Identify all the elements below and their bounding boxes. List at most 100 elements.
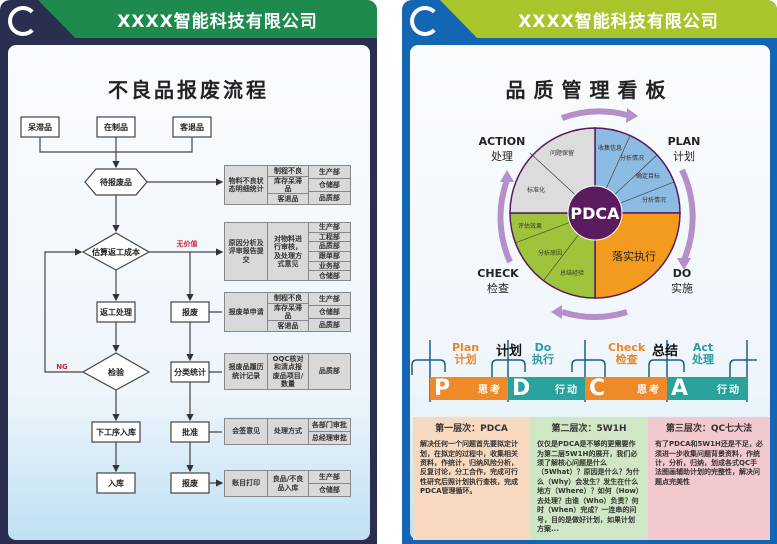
company-name: XXXX智能科技有限公司 — [117, 11, 318, 32]
page-title: 品质管理看板 — [505, 78, 674, 102]
table-cell: 制程不良 — [268, 293, 308, 304]
table-cell: 处理方式 — [273, 427, 302, 436]
plan-en: PLAN — [668, 135, 701, 148]
right-board: XXXX智能科技有限公司 品质管理看板 PDCA 问题保留 标准化 收集信息 分… — [402, 0, 777, 544]
table-cell: 客退品 — [277, 195, 299, 203]
next-stock-box — [91, 421, 141, 443]
source-box — [20, 116, 60, 138]
action-cn: 处理 — [491, 150, 513, 163]
table-cell: 账目打印 — [232, 479, 261, 488]
left-board: XXXX智能科技有限公司 不良品报废流程 呆滞品 在制品 客退品 待报废品 估算… — [0, 0, 377, 544]
quadrant-do — [594, 212, 681, 299]
scrap-final-label: 报废 — [182, 478, 198, 488]
stock-in-box — [96, 472, 136, 494]
step-letter: C — [589, 376, 606, 401]
check-en: CHECK — [477, 267, 519, 280]
level-title: 第二层次：5W1H — [551, 424, 627, 434]
department-table: 报废单申请制程不良库存呆滞品客退品生产部仓储部品质部 — [224, 292, 351, 332]
table-cell: 业务部 — [308, 262, 350, 272]
label-cn: 计划 — [454, 353, 477, 367]
level-text: 仅仅是PDCA是不够的更需要作为第二层5W1H的展开，我们必须了解核心问题是什么… — [537, 440, 640, 534]
label-cn: 检查 — [615, 353, 638, 367]
cycle-arrow — [560, 108, 628, 121]
department-table: 物料不良状态明细统计制程不良库存呆滞品客退品生产部仓储部品质部 — [224, 165, 351, 205]
level-text: 解决任何一个问题首先要拟定计划，在拟定的过程中，收集相关资料，作统计，归纳风险分… — [420, 440, 518, 496]
table-cell: 物料不良状态明细统计 — [228, 176, 264, 193]
table-cell: 库存呆滞品 — [268, 177, 308, 195]
quadrant-action — [509, 127, 596, 214]
plan-item: 确定目标 — [636, 172, 660, 180]
label-en: Check — [608, 341, 646, 354]
table-cell: 原因分析及评审报告提交 — [228, 238, 264, 264]
cycle-arrow — [561, 309, 628, 320]
level-2-card: 第二层次：5W1H 仅仅是PDCA是不够的更需要作为第二层5W1H的展开，我们必须… — [530, 417, 648, 540]
table-cell: 仓储部 — [318, 485, 340, 494]
source-label: 客退品 — [179, 122, 204, 132]
next-stock-label: 下工序入库 — [96, 427, 136, 437]
table-cell: 生产部 — [308, 166, 350, 179]
plan-item: 分析情况 — [620, 154, 644, 162]
department-table: 会签意见处理方式各部门审批总经理审批 — [224, 418, 351, 445]
company-name: XXXX智能科技有限公司 — [518, 11, 719, 32]
pdca-wheel: PDCA 问题保留 标准化 收集信息 分析情况 确定目标 分析情况 评估效果 分… — [477, 108, 701, 320]
table-cell: 报废品履历统计记录 — [228, 363, 264, 380]
right-company-header: XXXX智能科技有限公司 — [440, 0, 777, 38]
pending-label: 待报废品 — [99, 177, 132, 187]
no-value-label: 无价值 — [176, 239, 198, 248]
do-en: DO — [673, 267, 691, 280]
department-table: 原因分析及评审报告提交对物料进行审核，及处理方式意见生产部工程部品质部跟单部业务… — [224, 222, 351, 281]
level-1-card: 第一层次：PDCA 解决任何一个问题首先要拟定计划，在拟定的过程中，收集相关资料，… — [413, 417, 530, 540]
step-text: 思考 — [478, 385, 502, 396]
check-item: 评估效果 — [518, 222, 542, 230]
cycle-word-plan: 计划 — [496, 344, 523, 359]
level-3-card: 第三层次：QC七大法有了PDCA和5W1H还是不足，必须进一步收集问题背景资料，… — [648, 417, 770, 540]
table-cell: 生产部 — [308, 293, 350, 306]
table-cell: 生产部 — [308, 471, 350, 484]
scrap-label: 报废 — [182, 307, 198, 317]
level-title: 第一层次：PDCA — [435, 424, 508, 434]
table-cell: 品质部 — [318, 367, 340, 376]
estimate-diamond — [81, 232, 151, 271]
check-item: 分析原因 — [538, 249, 562, 257]
table-cell: 会签意见 — [232, 427, 261, 436]
label-en: Plan — [452, 341, 480, 354]
plan-cn: 计划 — [673, 150, 695, 163]
table-cell: 良品/不良品入库 — [272, 475, 304, 492]
level-text: 有了PDCA和5W1H还是不足，必须进一步收集问题背景资料，作统计，分析，归纳，… — [655, 440, 763, 486]
scrap-final-box — [170, 472, 210, 494]
quadrant-check — [509, 212, 596, 299]
plan-item: 分析情况 — [642, 196, 666, 204]
plan-item: 收集信息 — [598, 144, 622, 152]
table-cell: 生产部 — [308, 223, 350, 233]
do-cn: 实施 — [671, 281, 693, 295]
classify-label: 分类统计 — [174, 367, 206, 377]
department-table: 账目打印 良品/不良品入库生产部仓储部 — [224, 470, 351, 497]
do-item: 落实执行 — [612, 249, 656, 263]
scrap-flowchart: 呆滞品 在制品 客退品 待报废品 估算返工成本 无价值 返工处理 检验 NG 下… — [20, 116, 377, 494]
page-title: 不良品报废流程 — [108, 78, 269, 102]
estimate-label: 估算返工成本 — [91, 247, 140, 257]
label-en: Do — [534, 341, 552, 354]
action-item: 标准化 — [527, 186, 545, 194]
company-logo-icon — [8, 6, 38, 36]
label-en: Act — [692, 341, 714, 354]
source-box — [172, 116, 212, 138]
rework-label: 返工处理 — [100, 307, 132, 317]
check-cn: 检查 — [487, 281, 509, 295]
table-cell: 仓储部 — [318, 271, 340, 280]
rework-box — [96, 301, 136, 323]
approve-box — [170, 421, 210, 443]
table-cell: 品质部 — [308, 242, 350, 253]
table-cell: 总经理审批 — [311, 433, 347, 442]
approve-label: 批准 — [182, 427, 198, 437]
stock-in-label: 入库 — [107, 478, 124, 488]
pdca-center — [567, 185, 623, 241]
action-en: ACTION — [479, 135, 526, 148]
